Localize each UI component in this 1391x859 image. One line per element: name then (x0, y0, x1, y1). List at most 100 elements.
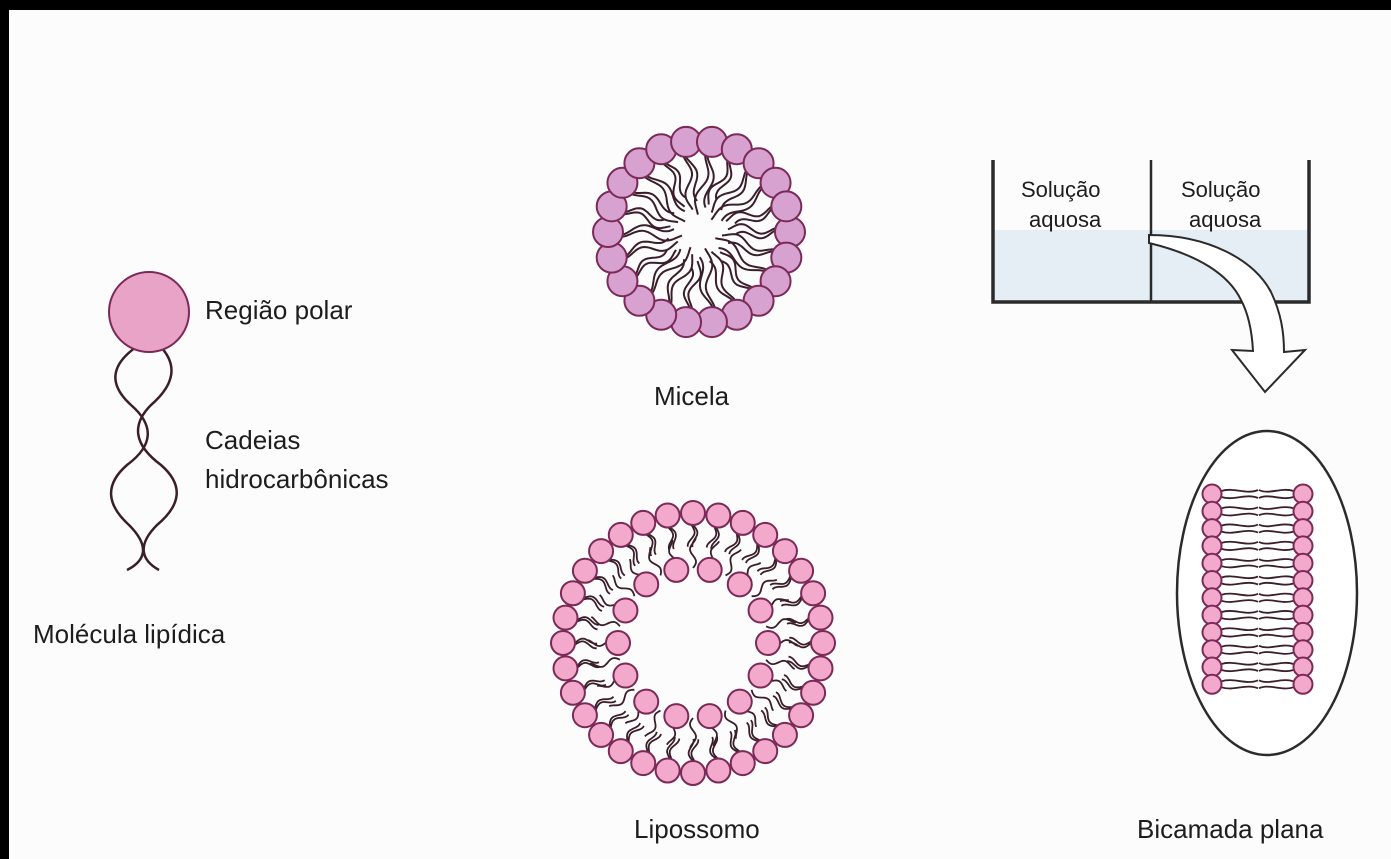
bilayer-left-head (1201, 483, 1223, 505)
liposome-inner-head (633, 571, 660, 598)
liposome-inner-head (612, 597, 639, 624)
bilayer-right-tail (1258, 627, 1294, 632)
liposome-outer-head (559, 679, 586, 706)
bilayer-right-tail (1258, 558, 1294, 562)
liposome-outer-head (571, 702, 598, 729)
liposome-inner-tail (608, 688, 635, 708)
bilayer-right-tail (1258, 488, 1294, 493)
bilayer-left-head (1201, 570, 1223, 591)
liposome-inner-tail (644, 709, 661, 738)
bilayer-left-tail (1221, 575, 1259, 580)
bilayer-left-tail (1221, 495, 1259, 500)
liposome-inner-tail (689, 717, 697, 749)
lipid-assembly-diagram (108, 125, 1359, 786)
bilayer-left-tail (1221, 633, 1259, 638)
liposome-inner-tail (611, 574, 636, 597)
liposome-outer-head (552, 604, 579, 631)
bilayer-left-tail (1221, 506, 1259, 510)
bilayer-right-tail (1258, 529, 1294, 534)
bilayer-right-tail (1258, 661, 1294, 666)
bilayer-left-head (1201, 621, 1223, 643)
bilayer-right-tail (1258, 651, 1294, 655)
bilayer-left-head (1201, 552, 1223, 574)
liposome-inner-head (747, 662, 774, 689)
lipid-tail-right (136, 344, 178, 572)
liposome-inner-head (696, 703, 723, 730)
bilayer-right-head (1292, 483, 1314, 505)
left-solution-label-line1: Solução (1021, 177, 1101, 202)
liposome-inner-tail (590, 616, 621, 627)
liposome-outer-head (552, 655, 579, 682)
bilayer-left-tail (1221, 644, 1259, 649)
bilayer-right-head (1292, 639, 1314, 661)
liposome-inner-head (747, 597, 774, 624)
bilayer-left-head (1201, 535, 1223, 557)
bilayer-right-head (1292, 656, 1314, 678)
liposome-inner-tail (648, 547, 662, 576)
liposome-outer-head (550, 630, 576, 656)
bilayer-right-tail (1258, 668, 1294, 673)
bilayer-right-head (1292, 570, 1314, 591)
bilayer-right-head (1292, 535, 1314, 557)
micelle-caption: Micela (654, 381, 730, 411)
bilayer-right-tail (1258, 540, 1294, 545)
bilayer-right-tail (1258, 506, 1294, 510)
liposome-inner-head (605, 630, 631, 656)
bilayer-right-tail (1258, 633, 1294, 638)
bilayer-right-tail (1258, 495, 1294, 500)
bilayer-left-tail (1221, 651, 1259, 655)
liposome-outer-head (680, 760, 706, 786)
bilayer-left-tail (1221, 599, 1259, 603)
bilayer-right-tail (1258, 685, 1294, 690)
bilayer-right-tail (1258, 512, 1294, 517)
bilayer-right-head (1292, 621, 1314, 643)
liposome-inner-tail (724, 710, 738, 739)
polar-region-label: Região polar (205, 295, 353, 325)
bilayer-right-tail (1258, 564, 1294, 569)
liposome-inner-tail (765, 618, 797, 629)
bilayer-right-tail (1258, 523, 1294, 528)
bilayer-left-head (1201, 639, 1223, 661)
bilayer-left-tail (1221, 488, 1259, 493)
liposome-outer-head (588, 721, 615, 748)
liposome-outer-head (729, 509, 756, 536)
bilayer-right-tail (1258, 610, 1294, 614)
bilayer-right-head (1292, 587, 1314, 609)
liposome-outer-head (800, 679, 827, 706)
left-solution-label-line2: aquosa (1029, 207, 1102, 232)
bilayer-left-tail (1221, 685, 1259, 690)
bilayer-right-head (1292, 518, 1314, 540)
bilayer-left-head (1201, 500, 1223, 522)
liposome-outer-head (607, 521, 634, 548)
polar-head (108, 271, 190, 353)
liposome-outer-head (729, 750, 756, 777)
bilayer-caption: Bicamada plana (1137, 814, 1324, 844)
liposome-outer-head (705, 757, 732, 784)
chains-label-line2: hidrocarbônicas (205, 464, 389, 494)
liposome-inner-head (726, 688, 753, 715)
bilayer-right-tail (1258, 616, 1294, 621)
liposome-outer-head (654, 757, 681, 784)
liposome (550, 500, 836, 786)
bilayer-left-tail (1221, 627, 1259, 632)
bilayer-right-head (1292, 500, 1314, 522)
liposome-caption: Lipossomo (634, 814, 760, 844)
liposome-inner-tail (750, 689, 775, 712)
bilayer-right-tail (1258, 599, 1294, 603)
liposome-inner-head (663, 703, 690, 730)
liposome-inner-head (633, 688, 660, 715)
liposome-outer-head (800, 580, 827, 607)
bilayer-right-tail (1258, 547, 1294, 551)
right-solution-label-line1: Solução (1181, 177, 1261, 202)
bilayer-left-tail (1221, 661, 1259, 666)
liposome-inner-head (663, 556, 690, 583)
bilayer-left-head (1201, 518, 1223, 540)
bilayer-right-head (1292, 552, 1314, 574)
bilayer-left-tail (1221, 616, 1259, 621)
liposome-outer-head (807, 655, 834, 682)
bilayer-left-tail (1221, 592, 1259, 597)
bilayer-left-tail (1221, 540, 1259, 545)
bilayer-right-tail (1258, 575, 1294, 580)
bilayer-left-tail (1221, 523, 1259, 528)
bilayer-left-tail (1221, 529, 1259, 534)
